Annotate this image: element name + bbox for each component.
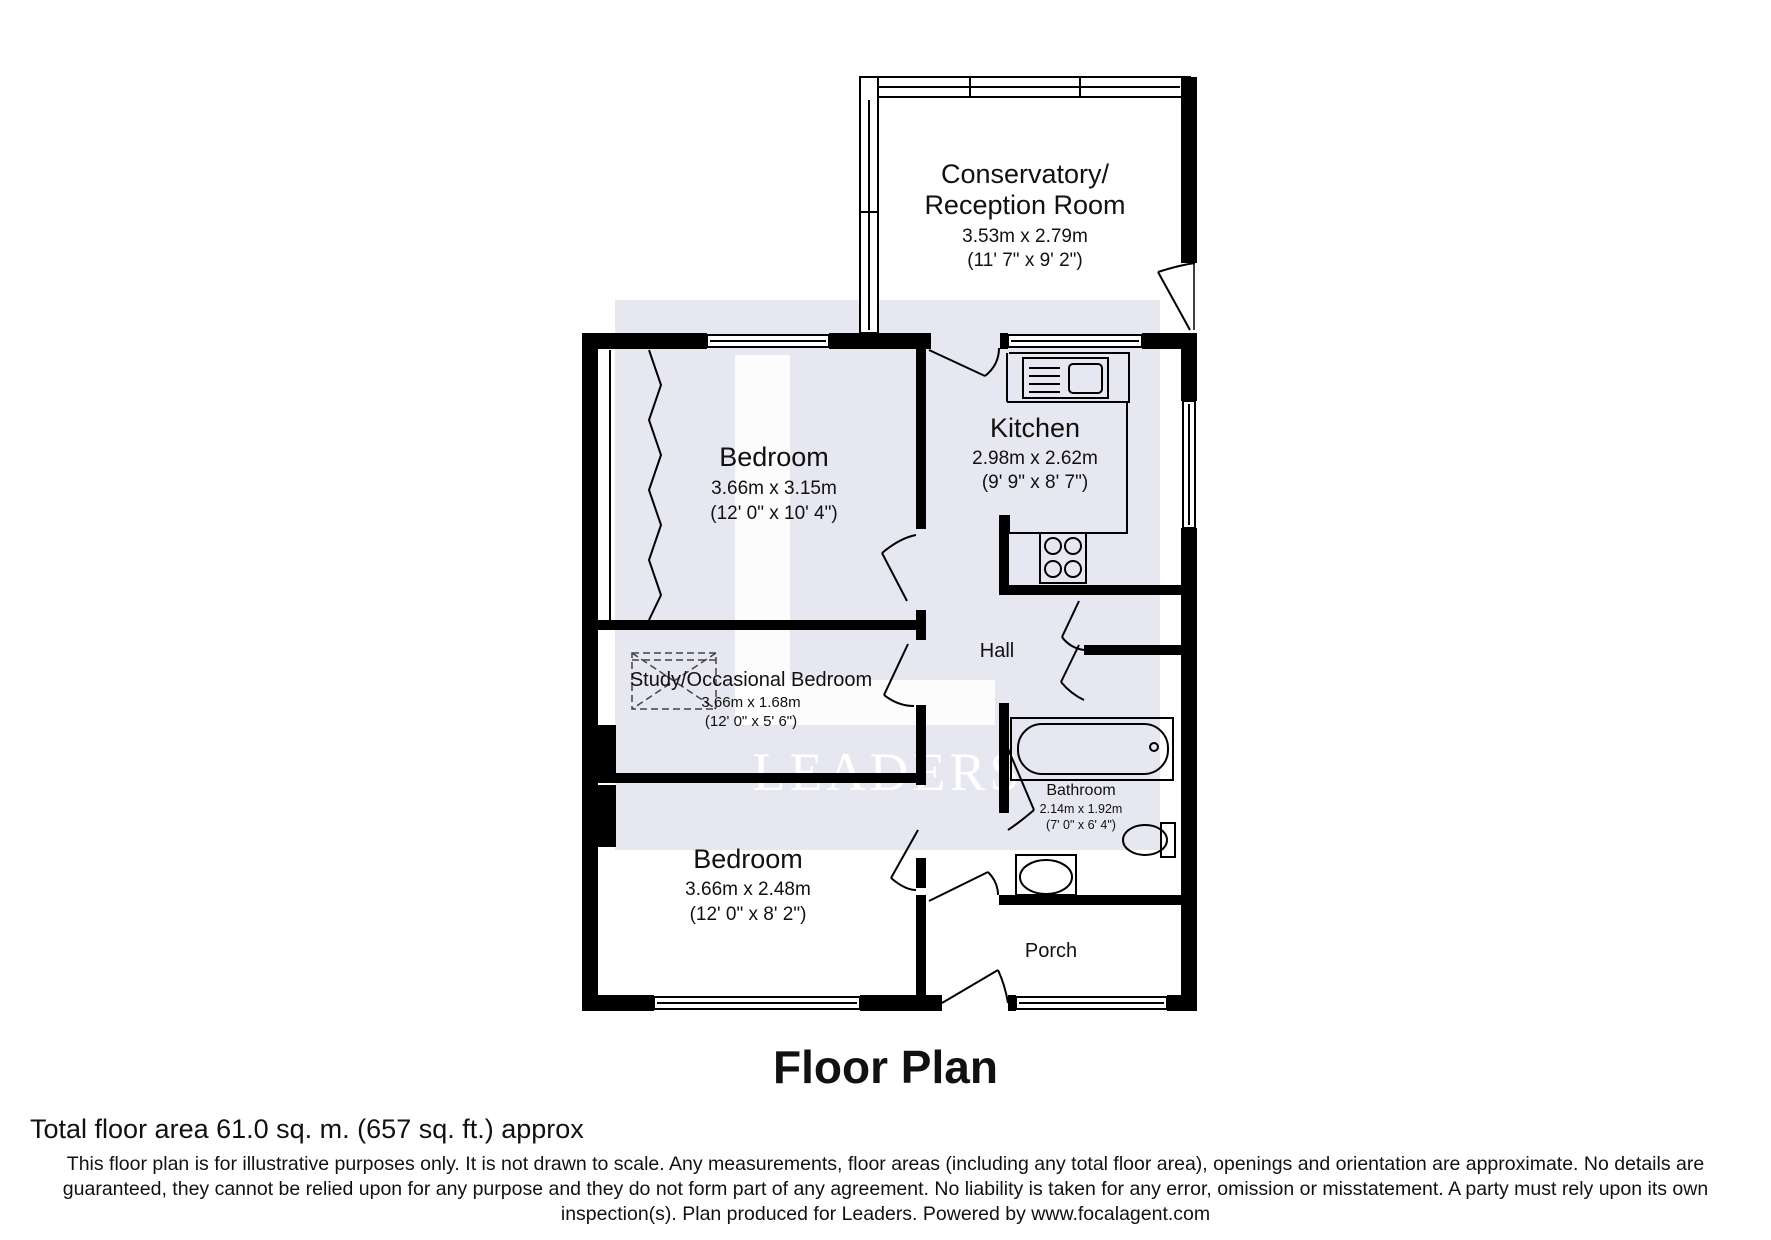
room-name: Reception Room bbox=[924, 190, 1125, 220]
room-imperial: (12' 0" x 5' 6") bbox=[705, 713, 797, 730]
floor-plan-drawing: LEADERS bbox=[582, 76, 1197, 1011]
room-metric: 3.66m x 1.68m bbox=[701, 694, 800, 711]
room-metric: 2.14m x 1.92m bbox=[1040, 802, 1123, 816]
doors bbox=[881, 347, 1085, 1004]
study-bed-outline bbox=[631, 652, 717, 710]
watermark-letter-stem bbox=[735, 355, 790, 725]
watermark-letter-foot bbox=[735, 680, 995, 725]
exterior-walls bbox=[582, 333, 1197, 1011]
room-hall-label: Hall bbox=[980, 640, 1014, 662]
room-kitchen-label: Kitchen 2.98m x 2.62m (9' 9" x 8' 7") bbox=[972, 413, 1098, 493]
room-name: Porch bbox=[1025, 940, 1077, 962]
watermark-brand: LEADERS bbox=[753, 742, 1024, 802]
interior-walls bbox=[598, 349, 1181, 1011]
room-imperial: (11' 7" x 9' 2") bbox=[967, 250, 1082, 271]
room-bedroom-1-label: Bedroom 3.66m x 3.15m (12' 0" x 10' 4") bbox=[710, 442, 837, 524]
room-name: Bedroom bbox=[693, 844, 803, 874]
room-imperial: (7' 0" x 6' 4") bbox=[1046, 818, 1116, 832]
room-bathroom-label: Bathroom 2.14m x 1.92m (7' 0" x 6' 4") bbox=[1040, 782, 1123, 832]
total-floor-area: Total floor area 61.0 sq. m. (657 sq. ft… bbox=[30, 1114, 584, 1144]
conservatory-door bbox=[1157, 262, 1196, 331]
room-bedroom-2-label: Bedroom 3.66m x 2.48m (12' 0" x 8' 2") bbox=[685, 844, 811, 925]
room-imperial: (9' 9" x 8' 7") bbox=[982, 472, 1088, 493]
conservatory-east-wall bbox=[1181, 77, 1197, 263]
bathroom-fixtures bbox=[1010, 717, 1176, 896]
room-conservatory-label: Conservatory/ Reception Room 3.53m x 2.7… bbox=[924, 159, 1125, 271]
room-metric: 3.66m x 2.48m bbox=[685, 879, 811, 900]
room-porch-label: Porch bbox=[1025, 940, 1077, 962]
conservatory-walls bbox=[859, 76, 1195, 334]
room-name: Hall bbox=[980, 640, 1014, 662]
room-metric: 3.53m x 2.79m bbox=[962, 226, 1088, 247]
wardrobe-doors bbox=[609, 349, 663, 621]
disclaimer-text: This floor plan is for illustrative purp… bbox=[62, 1153, 1709, 1225]
room-study-label: Study/Occasional Bedroom 3.66m x 1.68m (… bbox=[630, 669, 872, 730]
kitchen-units bbox=[1006, 352, 1130, 584]
room-name: Study/Occasional Bedroom bbox=[630, 669, 872, 691]
windows bbox=[653, 334, 1196, 1010]
room-name: Bedroom bbox=[719, 442, 829, 472]
room-imperial: (12' 0" x 10' 4") bbox=[710, 503, 837, 524]
room-name: Bathroom bbox=[1046, 782, 1115, 799]
room-metric: 3.66m x 3.15m bbox=[711, 478, 837, 499]
room-name: Kitchen bbox=[990, 413, 1080, 443]
room-metric: 2.98m x 2.62m bbox=[972, 448, 1098, 469]
room-name: Conservatory/ bbox=[941, 159, 1110, 189]
plan-title: Floor Plan bbox=[773, 1041, 998, 1093]
room-imperial: (12' 0" x 8' 2") bbox=[690, 904, 807, 925]
